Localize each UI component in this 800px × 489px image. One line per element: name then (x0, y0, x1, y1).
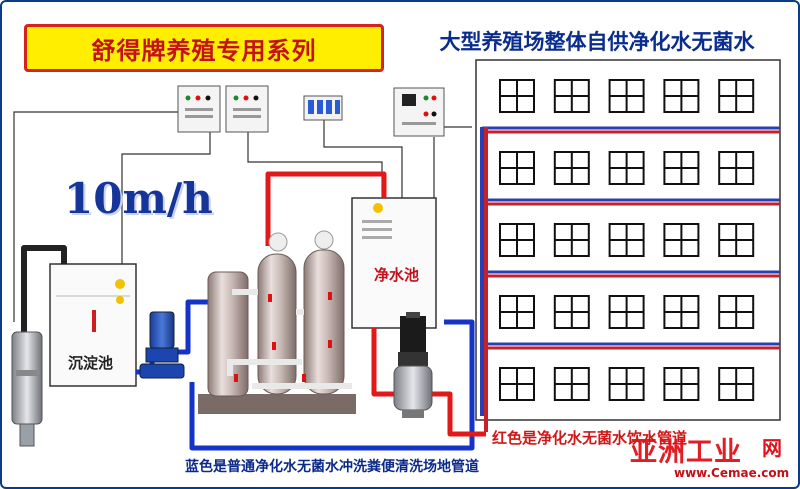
window-icon (718, 223, 755, 257)
window-icon (553, 151, 590, 185)
control-box-icon (393, 87, 445, 137)
window-icon (499, 151, 535, 185)
filter-tank-icon (257, 253, 297, 395)
window-icon (718, 151, 755, 185)
wire-left-2 (121, 132, 211, 272)
window-icon (718, 79, 755, 113)
window-icon (718, 295, 755, 329)
sediment-tank (49, 263, 137, 387)
centrifugal-pump-icon (139, 311, 185, 379)
window-icon (499, 295, 535, 329)
apartment-building (475, 59, 781, 421)
watermark-suffix: 网 (762, 436, 782, 460)
window-icon (499, 367, 535, 401)
window-icon (663, 79, 700, 113)
clean-water-tank (351, 197, 437, 329)
window-icon (663, 295, 700, 329)
clean-tank-label: 净水池 (374, 266, 420, 284)
filtration-unit (198, 230, 356, 414)
control-box-icon (177, 85, 221, 133)
window-icon (718, 367, 755, 401)
window-icon (608, 151, 645, 185)
window-icon (663, 223, 700, 257)
window-icon (608, 295, 645, 329)
window-icon (553, 295, 590, 329)
headline: 大型养殖场整体自供净化水无菌水 (439, 30, 755, 54)
legend-red-text: 红色是净化水无菌水饮水管道 (492, 429, 688, 447)
red-pipe (265, 171, 486, 437)
window-icon (553, 223, 590, 257)
window-icon (663, 367, 700, 401)
centrifugal-pump-icon (393, 312, 433, 418)
inlet-pipe-dark (21, 245, 67, 332)
window-icon (608, 79, 645, 113)
flow-rate-label: 10m/h (64, 174, 213, 223)
control-box-icon (225, 85, 269, 133)
window-icon (608, 223, 645, 257)
banner-title: 舒得牌养殖专用系列 (91, 36, 317, 65)
watermark-url: www.Cemae.com (674, 466, 790, 480)
window-icon (499, 79, 535, 113)
series-banner: 舒得牌养殖专用系列 (24, 24, 384, 72)
window-icon (608, 367, 645, 401)
filter-tank-icon (303, 249, 345, 395)
watermark-name: 亚洲工业 (630, 437, 742, 468)
sediment-tank-label: 沉淀池 (68, 354, 114, 372)
legend-blue-text: 蓝色是普通净化水无菌水冲洗粪便清洗场地管道 (185, 459, 479, 475)
window-icon (499, 223, 535, 257)
wire-mid-2 (323, 120, 403, 198)
window-icon (553, 367, 590, 401)
window-icon (553, 79, 590, 113)
breaker-icon (303, 95, 343, 121)
window-icon (663, 151, 700, 185)
submersible-pump-icon (11, 331, 43, 447)
